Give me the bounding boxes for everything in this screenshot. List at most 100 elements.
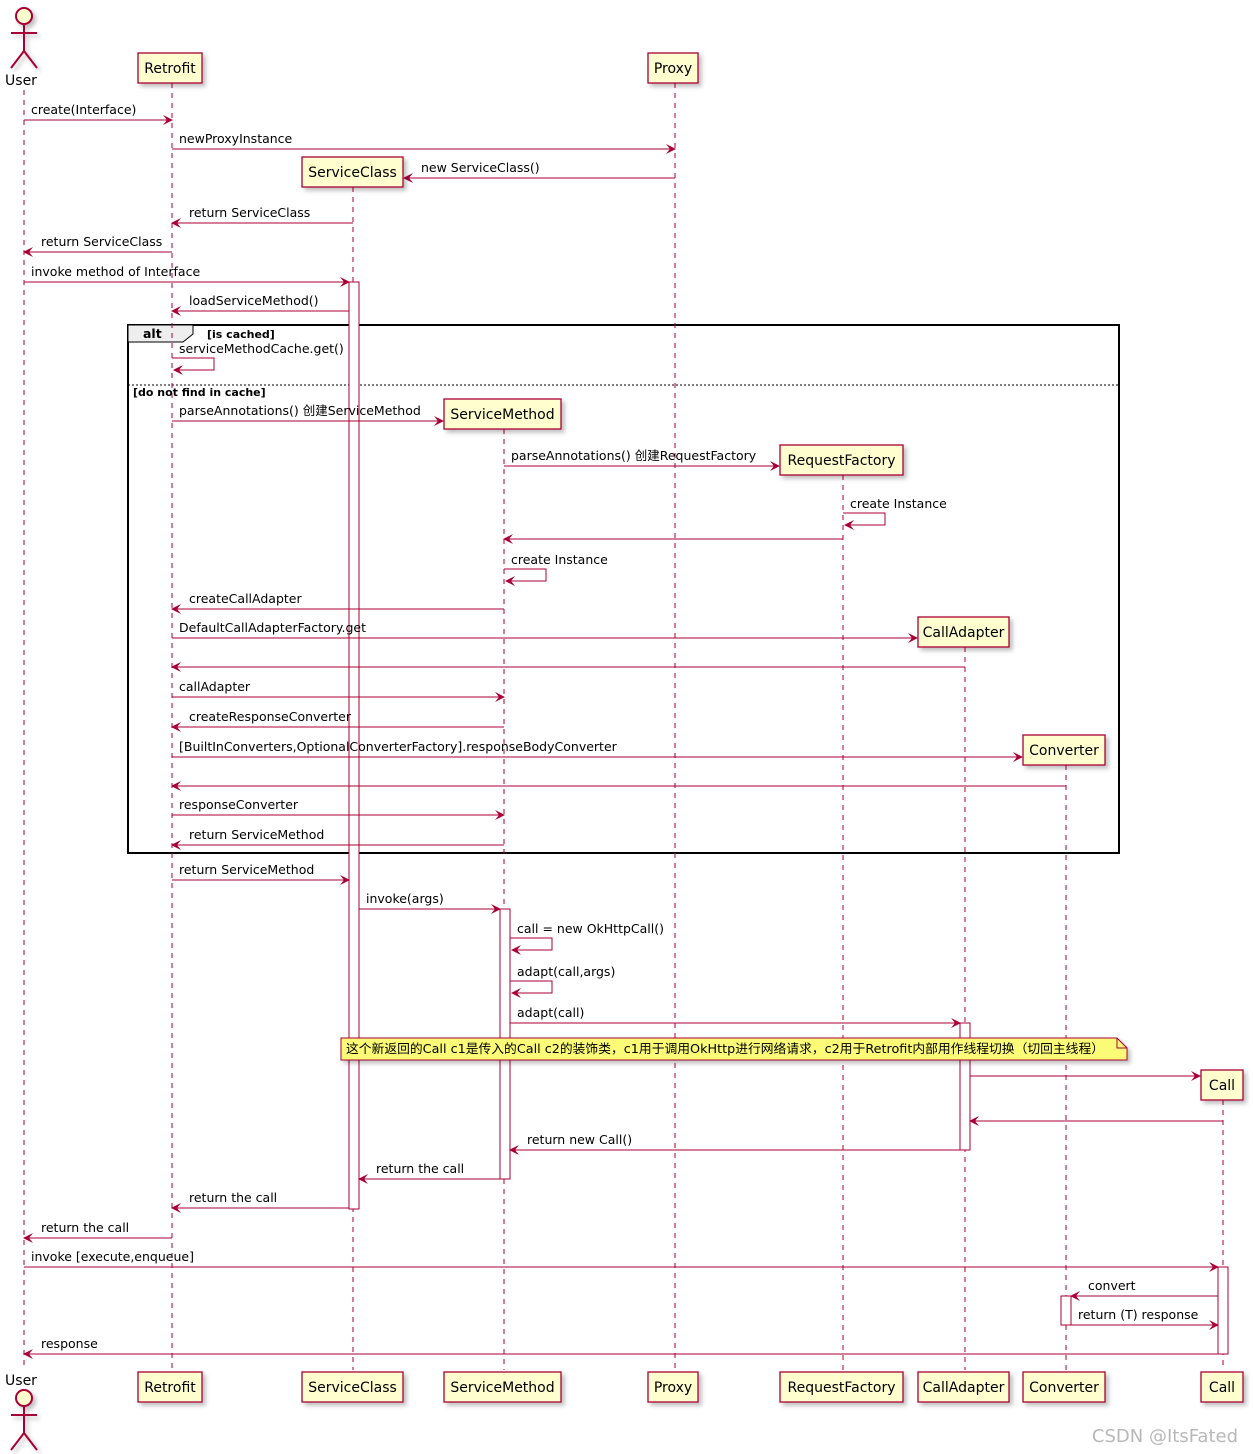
participant-label: ServiceClass — [308, 1380, 397, 1396]
actor-user-bottom — [10, 1389, 38, 1451]
message-3: new ServiceClass() — [403, 160, 675, 183]
message-label: create Instance — [850, 496, 947, 511]
message-label: create(Interface) — [31, 102, 136, 117]
message-36: return (T) response — [1071, 1307, 1219, 1330]
participant-label: Call — [1209, 1380, 1235, 1396]
message-5: return ServiceClass — [23, 234, 172, 257]
alt-guard-cached: [is cached] — [207, 328, 275, 341]
note: 这个新返回的Call c1是传入的Call c2的装饰类，c1用于调用OkHtt… — [340, 1037, 1128, 1061]
activation-call — [1217, 1266, 1229, 1355]
message-18: createResponseConverter — [171, 709, 504, 732]
participant-calladapter-bottom: CallAdapter — [917, 1371, 1010, 1403]
participant-retrofit-bottom: Retrofit — [137, 1371, 203, 1403]
participant-serviceclass-bottom: ServiceClass — [301, 1371, 404, 1403]
participant-label: Proxy — [654, 61, 692, 77]
message-label: return ServiceMethod — [189, 827, 324, 842]
message-label: return (T) response — [1078, 1307, 1199, 1322]
participant-label: Converter — [1029, 743, 1099, 759]
message-label: newProxyInstance — [179, 131, 293, 146]
alt-fragment: alt [is cached] [do not find in cache] — [127, 324, 1120, 854]
message-label: invoke [execute,enqueue] — [31, 1249, 194, 1264]
message-23: return ServiceMethod — [172, 862, 350, 885]
message-30: return new Call() — [509, 1132, 960, 1155]
message-25: call = new OkHttpCall() — [510, 921, 664, 955]
message-label: parseAnnotations() 创建RequestFactory — [511, 448, 757, 463]
message-label: convert — [1088, 1278, 1136, 1293]
message-1: create(Interface) — [24, 102, 173, 125]
note-text: 这个新返回的Call c1是传入的Call c2的装饰类，c1用于调用OkHtt… — [346, 1041, 1104, 1056]
watermark: CSDN @ItsFated — [1092, 1426, 1238, 1447]
message-label: responseConverter — [179, 797, 299, 812]
actor-label: User — [5, 73, 37, 89]
participant-label: ServiceMethod — [450, 407, 554, 423]
alt-keyword: alt — [143, 326, 162, 341]
message-2: newProxyInstance — [172, 131, 676, 154]
participant-requestfactory-top: RequestFactory — [779, 444, 904, 476]
participant-label: Converter — [1029, 1380, 1099, 1396]
message-label: return ServiceMethod — [179, 862, 314, 877]
actor-user-top — [10, 7, 38, 69]
activation-serviceclass — [348, 281, 360, 1210]
message-label: return ServiceClass — [41, 234, 162, 249]
participant-label: CallAdapter — [923, 625, 1005, 641]
message-24: invoke(args) — [359, 891, 501, 914]
participant-call-top: Call — [1200, 1069, 1244, 1101]
message-9: parseAnnotations() 创建ServiceMethod — [172, 403, 444, 426]
message-label: call = new OkHttpCall() — [517, 921, 664, 936]
message-17: callAdapter — [172, 679, 505, 702]
activation-converter — [1060, 1295, 1072, 1326]
message-13: create Instance — [504, 552, 608, 586]
message-label: create Instance — [511, 552, 608, 567]
participant-requestfactory-bottom: RequestFactory — [779, 1371, 904, 1403]
message-4: return ServiceClass — [171, 205, 353, 228]
participant-label: ServiceMethod — [450, 1380, 554, 1396]
message-19: [BuiltInConverters,OptionalConverterFact… — [172, 739, 1023, 762]
message-label: return the call — [41, 1220, 129, 1235]
participant-label: RequestFactory — [787, 453, 895, 469]
message-32: return the call — [171, 1190, 349, 1213]
participant-label: Proxy — [654, 1380, 692, 1396]
message-label: return the call — [189, 1190, 277, 1205]
message-label: adapt(call,args) — [517, 964, 615, 979]
participant-proxy-bottom: Proxy — [647, 1371, 699, 1403]
participant-servicemethod-bottom: ServiceMethod — [443, 1371, 562, 1403]
message-label: return the call — [376, 1161, 464, 1176]
message-21: responseConverter — [172, 797, 505, 820]
message-label: serviceMethodCache.get() — [179, 341, 344, 356]
participant-label: Call — [1209, 1078, 1235, 1094]
participant-proxy-top: Proxy — [647, 52, 699, 84]
participant-label: Retrofit — [144, 61, 196, 77]
message-7: loadServiceMethod() — [171, 293, 349, 316]
message-10: parseAnnotations() 创建RequestFactory — [504, 448, 780, 471]
participant-converter-top: Converter — [1022, 734, 1106, 766]
message-22: return ServiceMethod — [171, 827, 504, 850]
participant-retrofit-top: Retrofit — [137, 52, 203, 84]
message-label: invoke method of Interface — [31, 264, 200, 279]
message-label: [BuiltInConverters,OptionalConverterFact… — [179, 739, 618, 754]
message-26: adapt(call,args) — [510, 964, 615, 998]
participant-calladapter-top: CallAdapter — [917, 616, 1010, 648]
message-label: callAdapter — [179, 679, 251, 694]
message-14: createCallAdapter — [171, 591, 504, 614]
message-label: parseAnnotations() 创建ServiceMethod — [179, 403, 421, 418]
message-label: return new Call() — [527, 1132, 632, 1147]
participant-label: RequestFactory — [787, 1380, 895, 1396]
message-label: createCallAdapter — [189, 591, 302, 606]
message-37: response — [23, 1336, 1218, 1359]
message-label: adapt(call) — [517, 1005, 584, 1020]
participant-converter-bottom: Converter — [1022, 1371, 1106, 1403]
message-6: invoke method of Interface — [24, 264, 350, 287]
message-label: loadServiceMethod() — [189, 293, 319, 308]
alt-guard-not-cached: [do not find in cache] — [133, 386, 266, 399]
message-35: convert — [1070, 1278, 1218, 1301]
participant-servicemethod-top: ServiceMethod — [443, 398, 562, 430]
participant-label: Retrofit — [144, 1380, 196, 1396]
message-label: response — [41, 1336, 98, 1351]
participant-label: CallAdapter — [923, 1380, 1005, 1396]
message-label: return ServiceClass — [189, 205, 310, 220]
message-33: return the call — [23, 1220, 172, 1243]
message-27: adapt(call) — [510, 1005, 961, 1028]
message-15: DefaultCallAdapterFactory.get — [172, 620, 918, 643]
message-label: createResponseConverter — [189, 709, 352, 724]
